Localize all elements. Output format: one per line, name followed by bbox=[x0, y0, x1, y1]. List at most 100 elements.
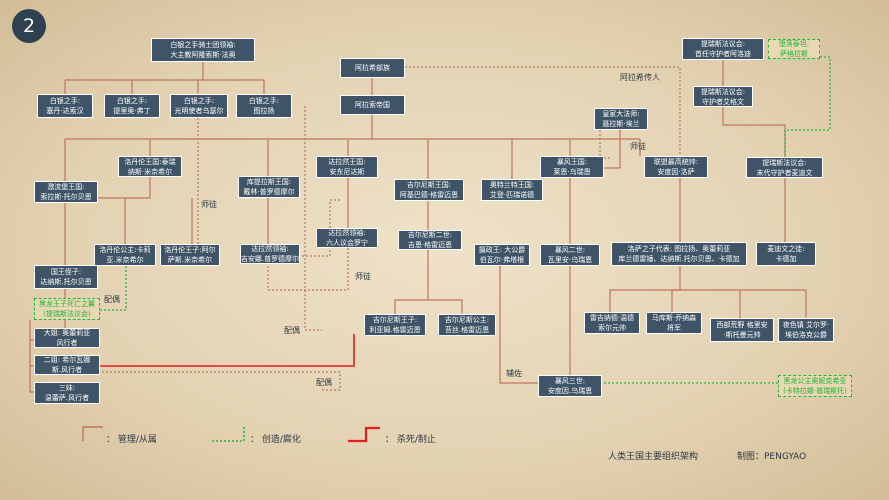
node-line: 聂拉斯·埃兰 bbox=[602, 120, 640, 128]
node-line: 吉尔尼斯王国: bbox=[406, 181, 452, 189]
node-line: 皇家大法师: bbox=[602, 110, 640, 118]
node-line: 斯.风行者 bbox=[51, 366, 83, 374]
node-lordaeron-king: 洛丹伦王国:泰瑞纳斯·米奈希尔 bbox=[118, 156, 182, 177]
node-line: 白银之手: bbox=[116, 97, 148, 105]
node-alliance-leader: 联盟最高统帅: 安度因·洛萨 bbox=[644, 156, 708, 178]
node-line: 吉尔尼斯二世: bbox=[407, 231, 453, 239]
node-line: 二姐: 希尔瓦娜 bbox=[43, 356, 91, 364]
label-spouse-left: 配偶 bbox=[104, 295, 120, 304]
node-line: 瓦里安·乌瑞恩 bbox=[547, 256, 593, 264]
node-line: ·斯托曼元帅 bbox=[723, 331, 761, 339]
node-line: 洛丹伦王子:阿尔 bbox=[164, 246, 216, 254]
node-line: 莱恩·乌瑞恩 bbox=[553, 168, 591, 176]
node-line: 末代守护者麦迪文 bbox=[756, 168, 813, 177]
node-stromgarde: 激流堡王国:索拉斯·托尔贝恩 bbox=[34, 181, 98, 203]
node-line: 库兰德雷锤、达纳斯.托尔贝恩、卡德加 bbox=[618, 255, 740, 263]
node-silver-saidan: 白银之手: 塞丹·达索汉 bbox=[37, 94, 93, 118]
node-line: 守护者艾格文 bbox=[702, 97, 744, 106]
label-disciple-left: 师徒 bbox=[201, 200, 217, 209]
node-line: 伯瓦尔·弗塔根 bbox=[479, 256, 525, 264]
node-kultiras: 库提拉斯王国:戴林·普罗德摩尔 bbox=[238, 176, 300, 198]
node-gilneas-genn: 吉尔尼斯二世: 吉恩·格雷迈恩 bbox=[398, 230, 462, 250]
node-line: 阿拉索帝国 bbox=[355, 101, 390, 109]
node-alterac: 奥特兰特王国:艾登·匹瑞诺德 bbox=[481, 179, 543, 201]
node-line: 风行者 bbox=[56, 339, 78, 347]
node-arthas: 洛丹伦王子:阿尔萨斯.米奈希尔 bbox=[160, 244, 220, 266]
node-sister1: 大姐: 奥蕾莉亚风行者 bbox=[34, 328, 100, 348]
node-line: 激流堡王国: bbox=[47, 183, 85, 191]
node-line: 暴风三世: bbox=[554, 377, 586, 385]
link-kill-sister bbox=[100, 334, 355, 367]
node-line: 白银之手: bbox=[248, 97, 280, 105]
node-line: 阿拉希部族 bbox=[355, 64, 390, 72]
node-line: 纳斯·米奈希尔 bbox=[127, 167, 173, 176]
link-green-top bbox=[784, 56, 831, 157]
label-spouse-bottom: 配偶 bbox=[316, 378, 332, 387]
link-lordaeron-down bbox=[64, 177, 151, 265]
label-disciple-center: 师徒 bbox=[630, 142, 646, 151]
node-nephew: 国王侄子:达纳斯.托尔贝恩 bbox=[34, 265, 98, 289]
link-sister-1 bbox=[29, 320, 34, 393]
node-line: 三妹: bbox=[58, 384, 76, 392]
link-green-left bbox=[100, 266, 127, 311]
node-line: 吉恩·格雷迈恩 bbox=[407, 241, 453, 249]
node-line: 大主教阿隆索斯·法奥 bbox=[170, 51, 236, 59]
node-line: 暴风二世: bbox=[554, 246, 586, 254]
link-genn-kids bbox=[394, 250, 429, 314]
node-line: 安东尼达斯 bbox=[329, 168, 365, 176]
node-line: 大姐: 奥蕾莉亚 bbox=[43, 329, 91, 337]
node-tiris-council-2: 提瑞斯法议会:守护者艾格文 bbox=[693, 86, 753, 107]
label-assist: 辅佐 bbox=[506, 369, 522, 378]
node-line: 夜色镇 艾尔罗· bbox=[782, 321, 830, 329]
create-links bbox=[100, 56, 831, 384]
label-arathi-heir: 阿拉希传人 bbox=[620, 73, 660, 82]
node-line: 洛丹伦公主:卡莉 bbox=[99, 246, 151, 254]
node-line: 达拉然领袖: bbox=[328, 229, 366, 237]
node-legend-west: 西部荒野 格里安·斯托曼元帅 bbox=[710, 318, 774, 342]
node-legend-marshal: 马库斯·乔纳森将军 bbox=[646, 312, 702, 334]
node-regent: 摄政王: 大公爵伯瓦尔·弗塔根 bbox=[474, 244, 530, 266]
node-line: 达纳斯.托尔贝恩 bbox=[40, 278, 92, 286]
link-turalyon-heir bbox=[304, 106, 322, 331]
node-royal-mage: 皇家大法师: 聂拉斯·埃兰 bbox=[594, 108, 648, 130]
node-line: 暴风王国: bbox=[556, 158, 588, 166]
node-line: 堕落泰坦: bbox=[778, 40, 810, 48]
node-line: 黑龙公主奥妮克希亚 bbox=[783, 377, 847, 385]
legend-manage-line bbox=[82, 426, 103, 441]
node-line: 提瑞斯法议会: bbox=[700, 87, 746, 96]
node-arathor-empire: 阿拉索帝国 bbox=[340, 95, 405, 115]
node-gilneas-king: 吉尔尼斯王国: 阿基巴德·格雷迈恩 bbox=[394, 179, 464, 201]
node-line: 利亚姆.格雷迈恩 bbox=[369, 326, 421, 334]
node-line: 埃伯洛克公爵 bbox=[785, 331, 827, 339]
link-heirs-2 bbox=[671, 289, 680, 312]
node-line: 安度因·洛萨 bbox=[657, 168, 695, 176]
node-line: 洛丹伦王国:泰瑞 bbox=[124, 157, 176, 166]
node-line: 温蕾萨.风行者 bbox=[44, 394, 90, 402]
node-line: 安度因.乌瑞恩 bbox=[547, 387, 593, 395]
node-line: 吉尔尼斯公主: bbox=[444, 316, 490, 324]
link-heirs-bar bbox=[609, 266, 681, 312]
node-legend-danuo: 雷吉纳德·温德索尔元帅 bbox=[584, 312, 640, 334]
label-disciple-mid: 师徒 bbox=[355, 272, 371, 281]
node-medivh-disciple: 麦迪文之徒:卡德加 bbox=[756, 242, 816, 266]
node-legend-night: 夜色镇 艾尔罗· 埃伯洛克公爵 bbox=[778, 318, 834, 342]
node-line: 联盟最高统帅: bbox=[653, 158, 699, 166]
node-silver-uther: 白银之手: 光明使者乌瑟尔 bbox=[170, 94, 228, 118]
node-line: 白银之手: bbox=[49, 97, 81, 105]
node-line: 白银之手: bbox=[183, 97, 215, 105]
node-line: 萨格拉斯 bbox=[780, 50, 808, 58]
node-line: 提瑞斯法议会: bbox=[700, 40, 746, 48]
node-line: 阿基巴德·格雷迈恩 bbox=[399, 191, 459, 199]
link-mage-alliance bbox=[599, 130, 612, 159]
node-line: 光明使者乌瑟尔 bbox=[174, 107, 224, 115]
node-line: 亚.米奈希尔 bbox=[106, 256, 144, 264]
manage-links bbox=[29, 60, 807, 393]
node-calia: 洛丹伦公主:卡莉亚.米奈希尔 bbox=[94, 244, 156, 266]
node-line: 洛萨之子代表: 图拉扬、奥蕾莉亚 bbox=[627, 245, 731, 253]
kill-links bbox=[100, 334, 355, 367]
node-line: (卡特拉娜·普瑞斯托) bbox=[783, 387, 847, 395]
node-line: 达拉然领袖: bbox=[251, 245, 289, 253]
node-line: 塞丹·达索汉 bbox=[46, 107, 84, 115]
node-line: 萨斯.米奈希尔 bbox=[167, 256, 213, 264]
